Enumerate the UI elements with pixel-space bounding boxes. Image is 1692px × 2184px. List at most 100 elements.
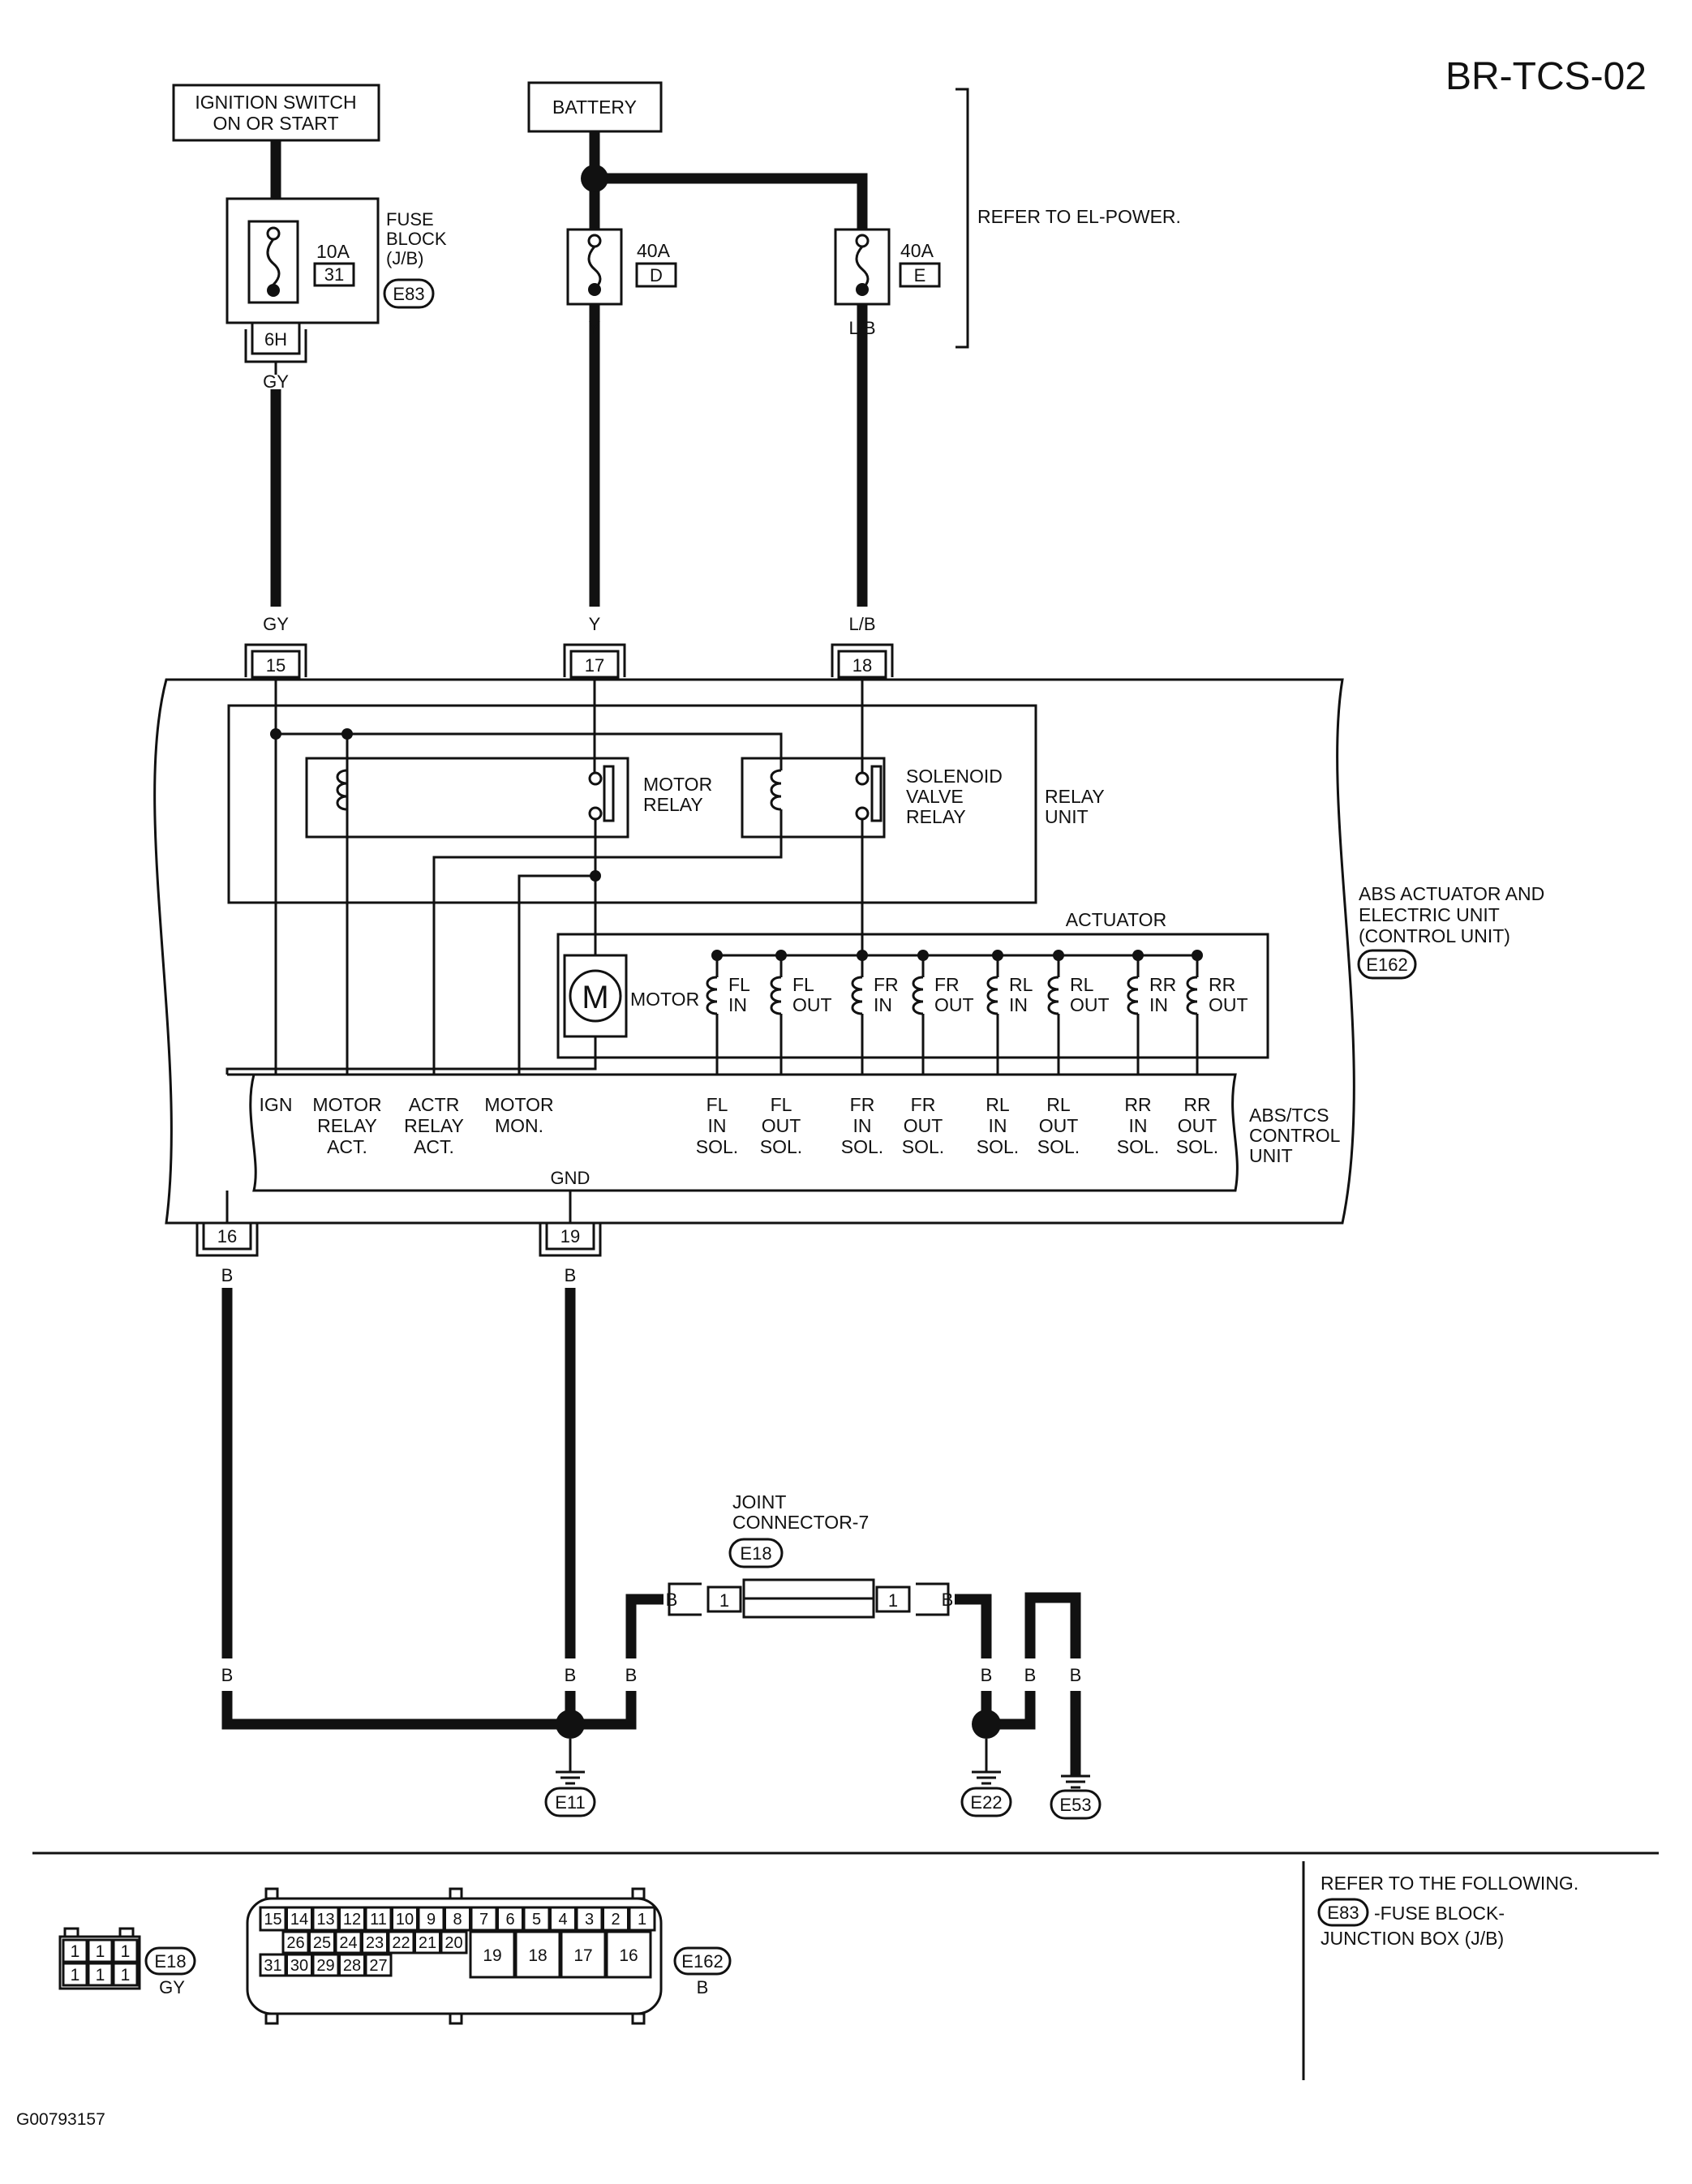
svg-text:E83: E83 (1327, 1903, 1359, 1923)
e162-pin-label: 5 (532, 1911, 541, 1929)
fuse-d: 40A D Y (566, 228, 677, 338)
e18-pin-box (87, 1938, 114, 1963)
battery-junction (581, 165, 608, 192)
svg-text:Y: Y (589, 318, 601, 338)
motor-icon (569, 969, 622, 1023)
svg-text:JUNCTION BOX (J/B): JUNCTION BOX (J/B) (1321, 1928, 1504, 1949)
e162-pin-label: 22 (392, 1934, 410, 1952)
terminal-19: 19 (539, 1221, 602, 1257)
figure-id: G00793157 (16, 2110, 105, 2129)
svg-text:FR: FR (934, 974, 960, 995)
svg-text:ACT.: ACT. (327, 1136, 367, 1157)
battery-box: BATTERY (527, 81, 663, 133)
terminal-17: 17 (563, 643, 626, 679)
e18-pin-box (87, 1962, 114, 1987)
refer-el-power: REFER TO EL-POWER. (956, 88, 1181, 349)
e162-pin-label: 6 (505, 1911, 514, 1929)
e162-pin-box (338, 1953, 366, 1977)
refer-following: REFER TO THE FOLLOWING. E83 -FUSE BLOCK-… (1317, 1873, 1578, 1949)
svg-text:IN: IN (1129, 1115, 1148, 1136)
e162-pin-label: 24 (339, 1934, 357, 1952)
e162-pin-label: 10 (396, 1911, 414, 1929)
svg-text:B: B (565, 1665, 577, 1685)
ground-e22: E22 (960, 1710, 1012, 1817)
svg-text:RELAY: RELAY (906, 806, 966, 827)
svg-text:OUT: OUT (792, 994, 832, 1015)
svg-text:ELECTRIC UNIT: ELECTRIC UNIT (1359, 904, 1500, 925)
control-unit-outline (227, 1073, 1239, 1192)
e18-pin-label: 1 (96, 1966, 105, 1984)
svg-text:JOINT: JOINT (732, 1491, 786, 1512)
e162-pin-box (308, 1930, 336, 1954)
e18-pin-label: 1 (121, 1966, 131, 1984)
relay-unit-box (227, 704, 1037, 904)
e162-pin-box (470, 1906, 498, 1932)
wire-b-e53-loop (1024, 1592, 1081, 1658)
e162-pin-box (338, 1906, 366, 1932)
svg-text:IN: IN (1149, 994, 1168, 1015)
wire-label-gy-top: GY (263, 371, 289, 392)
fuse-block-connector-e83: E83 (393, 284, 424, 304)
svg-text:1: 1 (719, 1590, 729, 1611)
svg-text:SOL.: SOL. (841, 1136, 883, 1157)
e162-pin-label: 25 (313, 1934, 331, 1952)
svg-text:VALVE: VALVE (906, 786, 964, 807)
svg-text:B: B (1070, 1665, 1082, 1685)
svg-text:18: 18 (852, 655, 872, 676)
e162-pin-label: 13 (316, 1911, 334, 1929)
svg-text:IN: IN (708, 1115, 727, 1136)
svg-text:OUT: OUT (1178, 1115, 1217, 1136)
e18-pin-label: 1 (96, 1942, 105, 1961)
svg-text:ACT.: ACT. (414, 1136, 454, 1157)
svg-text:16: 16 (217, 1226, 237, 1246)
svg-text:SOL.: SOL. (1037, 1136, 1080, 1157)
e162-pin-box (311, 1953, 340, 1977)
e162-pin-box (286, 1953, 313, 1977)
e162-pin-box (560, 1930, 607, 1979)
e162-pin-box (334, 1930, 363, 1954)
svg-text:ABS ACTUATOR AND: ABS ACTUATOR AND (1359, 883, 1544, 904)
svg-text:IN: IN (728, 994, 747, 1015)
svg-text:RELAY: RELAY (1045, 786, 1105, 807)
terminal-18: 18 (831, 643, 894, 679)
svg-text:CONNECTOR-7: CONNECTOR-7 (732, 1512, 869, 1533)
svg-text:B: B (697, 1977, 709, 1997)
e162-pin-label: 17 (573, 1946, 592, 1965)
fuse-block: 10A 31 FUSE BLOCK (J/B) E83 6H (225, 197, 447, 375)
svg-text:RR: RR (1124, 1094, 1151, 1115)
svg-text:SOL.: SOL. (902, 1136, 944, 1157)
abs-unit-outline (153, 678, 1355, 1225)
svg-text:UNIT: UNIT (1249, 1145, 1293, 1166)
svg-text:B: B (981, 1665, 993, 1685)
e162-pin-box (364, 1906, 393, 1932)
e18-pin-label: 1 (121, 1942, 131, 1961)
svg-text:OUT: OUT (934, 994, 974, 1015)
svg-text:OUT: OUT (1039, 1115, 1079, 1136)
svg-text:BLOCK: BLOCK (386, 229, 447, 249)
ignition-switch-box: IGNITION SWITCH ON OR START (172, 84, 380, 142)
e162-pin-label: 23 (366, 1934, 384, 1952)
ground-e11: E11 (544, 1710, 596, 1817)
svg-text:19: 19 (560, 1226, 580, 1246)
pin-ign: IGN (260, 1094, 293, 1115)
svg-text:RL: RL (1070, 974, 1094, 995)
svg-text:M: M (582, 980, 608, 1015)
svg-text:MOTOR: MOTOR (643, 774, 712, 795)
e162-pin-box (440, 1930, 468, 1954)
svg-text:MOTOR: MOTOR (484, 1094, 553, 1115)
svg-text:RR: RR (1209, 974, 1235, 995)
